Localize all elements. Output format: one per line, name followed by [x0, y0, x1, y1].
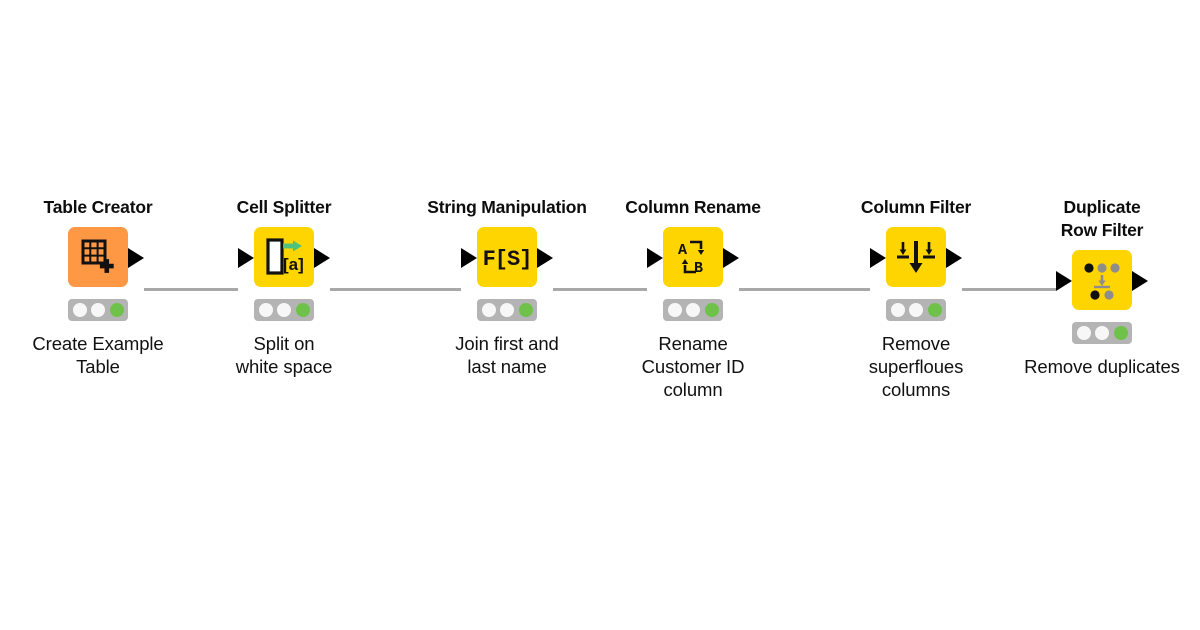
node-box-row: A B	[605, 227, 781, 289]
status-light-idle	[890, 303, 905, 317]
node-caption: Remove duplicates	[1024, 356, 1180, 377]
status-light-running	[1095, 326, 1109, 340]
output-port[interactable]	[128, 248, 144, 268]
input-port[interactable]	[238, 248, 254, 268]
node-duplicate-row-filter[interactable]: Duplicate Row Filter	[1014, 196, 1190, 378]
status-light-idle	[72, 303, 87, 317]
node-table-creator[interactable]: Table Creator Cr	[10, 196, 186, 378]
status-light-executed	[1113, 326, 1128, 340]
node-column-filter[interactable]: Column Filter	[828, 196, 1004, 401]
output-port[interactable]	[314, 248, 330, 268]
status-indicator	[663, 299, 723, 321]
connector-string-manipulation-to-column-rename	[553, 288, 647, 291]
status-indicator	[886, 299, 946, 321]
status-indicator	[1072, 322, 1132, 344]
node-title: Column Filter	[860, 197, 972, 217]
node-box-row: F[S]	[419, 227, 595, 289]
connector-column-rename-to-column-filter	[739, 288, 870, 291]
status-light-executed	[704, 303, 719, 317]
node-caption: Create Example Table	[32, 333, 164, 377]
input-port[interactable]	[461, 248, 477, 268]
connector-column-filter-to-duplicate-row-filter	[962, 288, 1056, 291]
node-title: Column Rename	[625, 197, 761, 217]
input-port[interactable]	[1056, 271, 1072, 291]
node-body[interactable]	[1072, 250, 1132, 310]
node-box-row: [a]	[196, 227, 372, 289]
function-string-icon: F[S]	[477, 227, 537, 287]
output-port[interactable]	[946, 248, 962, 268]
svg-text:[a]: [a]	[283, 255, 304, 274]
status-indicator	[254, 299, 314, 321]
status-light-idle	[481, 303, 496, 317]
connector-table-creator-to-cell-splitter	[144, 288, 238, 291]
status-light-executed	[927, 303, 942, 317]
node-caption: Split on white space	[235, 333, 333, 377]
output-port[interactable]	[1132, 271, 1148, 291]
status-light-running	[500, 303, 514, 317]
duplicate-dots-icon	[1072, 250, 1132, 310]
svg-text:A: A	[678, 242, 687, 259]
node-title: Duplicate Row Filter	[1060, 197, 1144, 240]
node-body[interactable]: F[S]	[477, 227, 537, 287]
node-caption: Rename Customer ID column	[641, 333, 745, 400]
svg-text:B: B	[694, 260, 703, 277]
status-indicator	[68, 299, 128, 321]
status-light-idle	[258, 303, 273, 317]
status-light-running	[91, 303, 105, 317]
node-caption: Remove superfloues columns	[868, 333, 964, 400]
node-title: String Manipulation	[427, 197, 587, 217]
node-body[interactable]: [a]	[254, 227, 314, 287]
down-arrows-filter-icon	[886, 227, 946, 287]
node-column-rename[interactable]: Column Rename A B	[605, 196, 781, 401]
node-caption: Join first and last name	[455, 333, 559, 377]
cell-split-arrow-icon: [a]	[254, 227, 314, 287]
status-light-executed	[109, 303, 124, 317]
output-port[interactable]	[723, 248, 739, 268]
node-string-manipulation[interactable]: String Manipulation F[S] Join first and …	[419, 196, 595, 378]
output-port[interactable]	[537, 248, 553, 268]
node-box-row	[828, 227, 1004, 289]
svg-text:F[S]: F[S]	[483, 247, 532, 272]
table-grid-plus-icon	[68, 227, 128, 287]
node-cell-splitter[interactable]: Cell Splitter [a]	[196, 196, 372, 378]
status-light-running	[686, 303, 700, 317]
node-box-row	[1014, 250, 1190, 312]
status-light-running	[277, 303, 291, 317]
node-box-row	[10, 227, 186, 289]
connector-cell-splitter-to-string-manipulation	[330, 288, 461, 291]
status-light-idle	[667, 303, 682, 317]
status-light-executed	[518, 303, 533, 317]
input-port[interactable]	[647, 248, 663, 268]
status-light-executed	[295, 303, 310, 317]
node-title: Cell Splitter	[236, 197, 332, 217]
node-title: Table Creator	[43, 197, 153, 217]
status-light-running	[909, 303, 923, 317]
input-port[interactable]	[870, 248, 886, 268]
status-light-idle	[1076, 326, 1091, 340]
a-to-b-rename-icon: A B	[663, 227, 723, 287]
status-indicator	[477, 299, 537, 321]
node-body[interactable]	[886, 227, 946, 287]
node-body[interactable]	[68, 227, 128, 287]
node-body[interactable]: A B	[663, 227, 723, 287]
